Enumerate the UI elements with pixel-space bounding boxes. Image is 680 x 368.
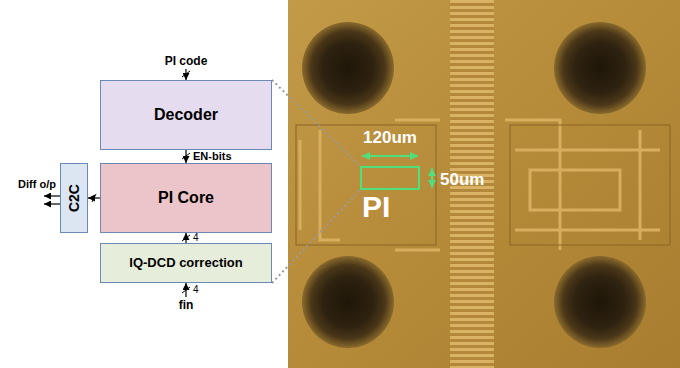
trace [320,130,340,240]
zoom-leader [272,80,360,166]
node-text: Decoder [154,106,218,124]
dimension: 50um [440,170,500,190]
trace [515,149,660,152]
edge-label: EN-bits [192,151,233,162]
node-text: PI Core [158,189,214,207]
edge-label: 4 [192,233,200,243]
zoom-leader [272,190,360,283]
output-arrow [44,203,60,204]
block-outline [510,125,670,245]
connector [185,233,186,243]
signal-name: Diff o/p [2,178,56,190]
trace [395,249,440,252]
signal-name: PI code [156,54,216,68]
process-box: IQ-DCD correction [100,243,272,283]
dimension-arrow [431,168,433,188]
inductor [554,22,646,114]
signal-name: fin [166,298,206,312]
inductor [302,256,394,348]
connector [185,150,186,163]
converter-box: C2C [60,163,88,233]
dimension-arrow [362,155,418,157]
dimension: 120um [350,128,430,148]
die-ground [288,0,680,368]
node-text: IQ-DCD correction [129,256,242,271]
inductor [554,256,646,348]
block-outline [296,125,436,245]
trace [515,229,660,232]
node-text: PI [362,192,390,222]
inductor [302,22,394,114]
bus-slash [182,287,190,293]
process-box: PI Core [100,163,272,233]
bus-width: 4 [193,284,205,295]
process-box: Decoder [100,80,272,150]
output-arrow [44,195,60,196]
trace [299,140,302,230]
trace [395,119,440,122]
trace [639,130,642,240]
trace [530,170,620,210]
bus-slash [182,71,190,77]
node-text: C2C [66,184,82,212]
highlight-box: PI [360,166,420,190]
connector [88,197,100,198]
